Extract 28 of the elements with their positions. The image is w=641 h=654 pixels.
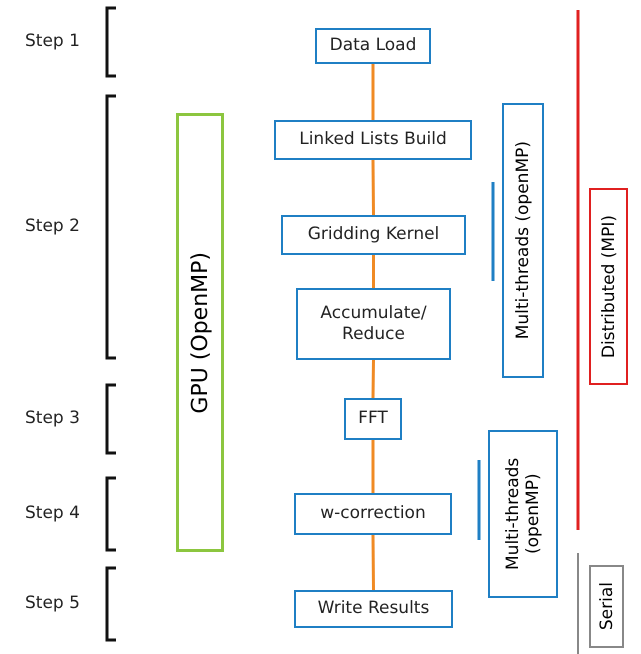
step-label: Step 5	[25, 593, 80, 613]
connector-line	[372, 64, 374, 120]
group-box	[488, 430, 558, 598]
group-label: Serial	[596, 582, 616, 631]
group-box	[502, 103, 544, 378]
process-box: Gridding Kernel	[281, 215, 466, 255]
group-box	[176, 113, 224, 552]
step-label: Step 3	[25, 408, 80, 428]
group-box	[589, 565, 624, 648]
process-box: FFT	[344, 398, 402, 440]
process-box: Data Load	[315, 28, 431, 64]
group-label: GPU (OpenMP)	[188, 252, 212, 414]
connector-line	[372, 160, 375, 216]
process-box: w-correction	[294, 493, 452, 535]
step-label: Step 1	[25, 31, 80, 51]
step-label: Step 4	[25, 503, 80, 523]
process-box: Linked Lists Build	[274, 120, 472, 160]
process-box: Write Results	[294, 590, 453, 628]
group-label: Distributed (MPI)	[598, 214, 618, 358]
group-box	[589, 188, 628, 385]
connector-line	[372, 440, 374, 493]
process-box: Accumulate/ Reduce	[296, 288, 451, 360]
group-label: Multi-threads (openMP)	[503, 456, 543, 572]
connector-line	[372, 534, 375, 590]
group-label: Multi-threads (openMP)	[513, 141, 533, 340]
connector-line	[372, 360, 375, 398]
step-label: Step 2	[25, 216, 80, 236]
connector-line	[372, 255, 375, 288]
